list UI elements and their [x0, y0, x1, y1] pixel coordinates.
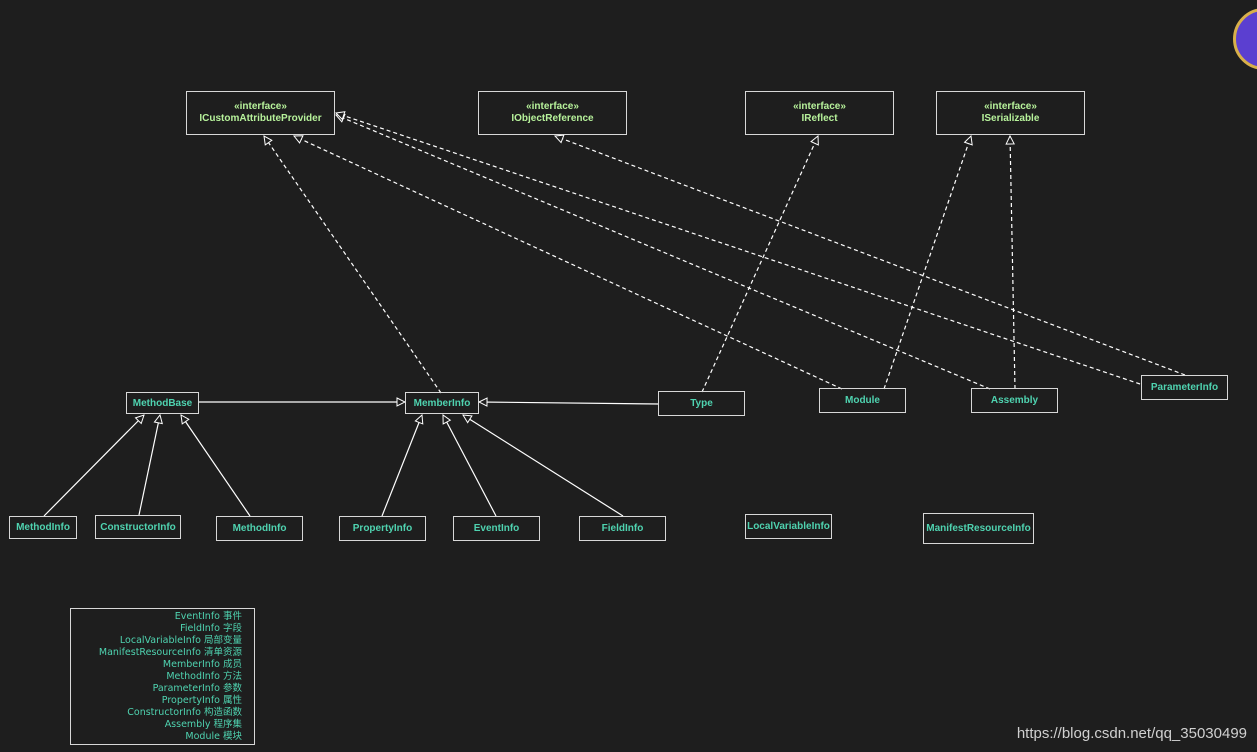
legend-item: Module 模块: [185, 731, 242, 742]
class-methodinfo[interactable]: MethodInfo: [9, 516, 77, 539]
interface-icustomattributeprovider[interactable]: «interface» ICustomAttributeProvider: [186, 91, 335, 135]
realization-module-iserializable: [883, 136, 971, 390]
legend-item: Assembly 程序集: [164, 719, 242, 730]
legend-item: ConstructorInfo 构造函数: [127, 707, 242, 718]
legend-item: FieldInfo 字段: [180, 623, 242, 634]
class-module[interactable]: Module: [819, 388, 906, 413]
class-methodinfo[interactable]: MethodInfo: [216, 516, 303, 541]
generalization-constructorinfo-methodbase: [138, 415, 160, 516]
class-constructorinfo[interactable]: ConstructorInfo: [95, 515, 181, 539]
legend-box: EventInfo 事件 FieldInfo 字段 LocalVariableI…: [70, 608, 255, 745]
realization-memberinfo-icustom: [264, 136, 442, 394]
generalization-methodinfo1-methodbase: [43, 415, 144, 517]
legend-item: LocalVariableInfo 局部变量: [119, 635, 242, 646]
generalization-methodinfo2-methodbase: [181, 415, 251, 517]
legend-item: PropertyInfo 属性: [161, 695, 242, 706]
legend-item: ManifestResourceInfo 清单资源: [98, 647, 242, 658]
interface-stereotype: «interface»: [984, 101, 1037, 112]
interface-stereotype: «interface»: [793, 101, 846, 112]
class-type[interactable]: Type: [658, 391, 745, 416]
class-localvariableinfo[interactable]: LocalVariableInfo: [745, 514, 832, 539]
realization-type-ireflect: [701, 136, 818, 393]
realization-parameterinfo-iobject: [555, 136, 1186, 376]
generalization-fieldinfo-memberinfo: [463, 415, 624, 517]
interface-name: IReflect: [801, 113, 838, 124]
generalization-type-memberinfo: [479, 402, 660, 404]
legend-item: EventInfo 事件: [174, 611, 242, 622]
realization-assembly-icustom: [336, 115, 991, 390]
interface-iserializable[interactable]: «interface» ISerializable: [936, 91, 1085, 135]
generalization-eventinfo-memberinfo: [442, 415, 497, 517]
legend-item: ParameterInfo 参数: [152, 683, 242, 694]
class-parameterinfo[interactable]: ParameterInfo: [1141, 375, 1228, 400]
legend-item: MemberInfo 成员: [162, 659, 242, 670]
class-methodbase[interactable]: MethodBase: [126, 392, 199, 414]
class-eventinfo[interactable]: EventInfo: [453, 516, 540, 541]
realization-assembly-iserializable: [1010, 136, 1016, 390]
class-memberinfo[interactable]: MemberInfo: [405, 392, 479, 414]
interface-stereotype: «interface»: [526, 101, 579, 112]
interface-name: IObjectReference: [511, 113, 594, 124]
interface-name: ISerializable: [981, 113, 1040, 124]
class-manifestresourceinfo[interactable]: ManifestResourceInfo: [923, 513, 1034, 544]
class-assembly[interactable]: Assembly: [971, 388, 1058, 413]
interface-ireflect[interactable]: «interface» IReflect: [745, 91, 894, 135]
interface-name: ICustomAttributeProvider: [199, 113, 322, 124]
interface-iobjectreference[interactable]: «interface» IObjectReference: [478, 91, 627, 135]
legend-item: MethodInfo 方法: [166, 671, 242, 682]
interface-stereotype: «interface»: [234, 101, 287, 112]
realization-parameterinfo-icustom: [336, 113, 1141, 385]
watermark: https://blog.csdn.net/qq_35030499: [1016, 725, 1247, 742]
class-fieldinfo[interactable]: FieldInfo: [579, 516, 666, 541]
realization-module-icustom: [294, 136, 843, 390]
generalization-propertyinfo-memberinfo: [381, 415, 422, 517]
class-propertyinfo[interactable]: PropertyInfo: [339, 516, 426, 541]
